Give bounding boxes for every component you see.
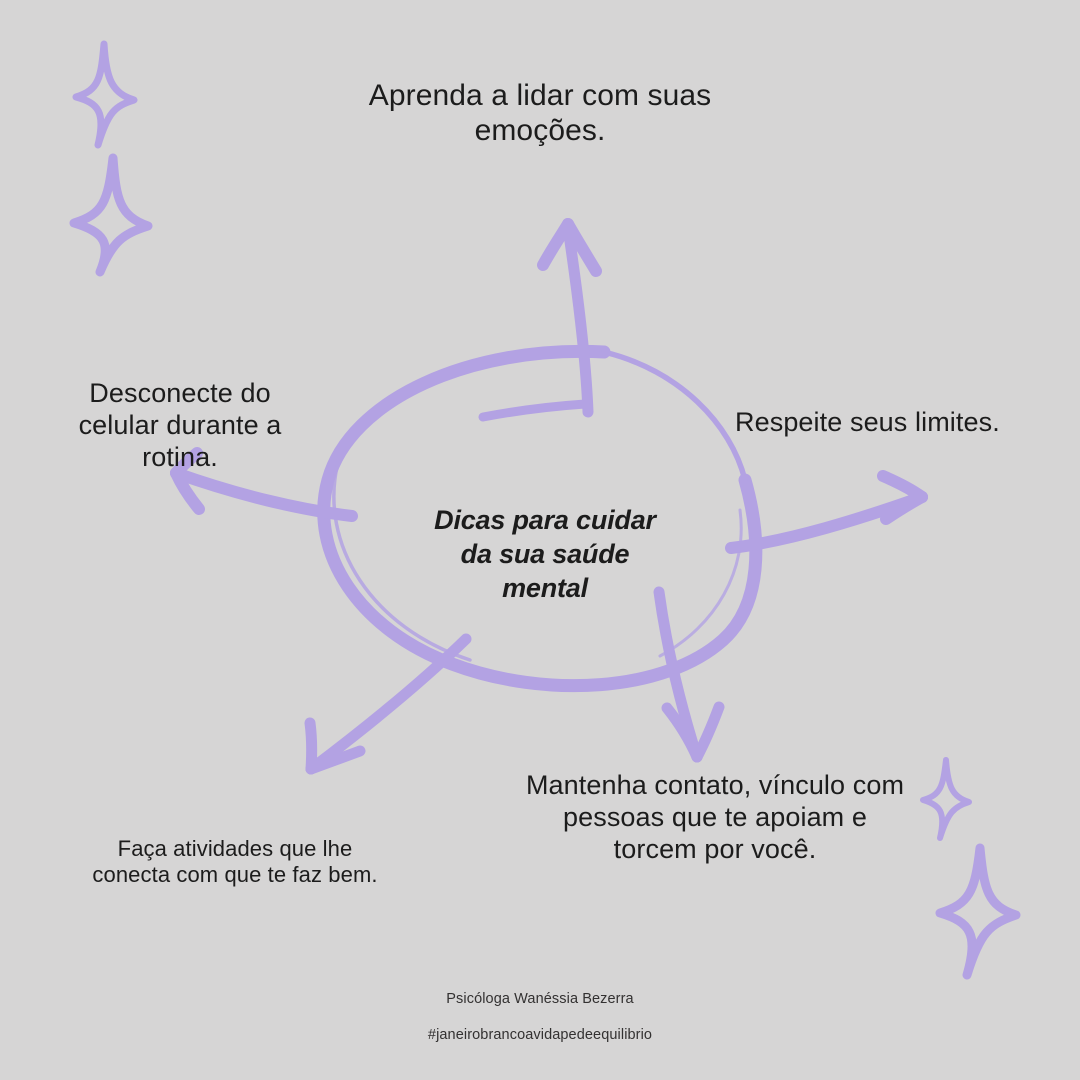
tip-label-bottom-right: Mantenha contato, vínculo com pessoas qu… (525, 770, 905, 864)
arrow-down (653, 586, 725, 763)
footer-hashtag: #janeirobrancoavidapedeequilibrio (427, 1027, 653, 1044)
tip-label-left: Desconecte do celular durante a rotina. (78, 378, 282, 472)
footer-credit: Psicóloga Wanéssia Bezerra #janeirobranc… (290, 972, 790, 1063)
sparkle-top-left-small-icon (72, 40, 138, 149)
tip-label-bottom-left: Faça atividades que lhe conecta com que … (92, 836, 378, 887)
sparkle-bottom-right-large-icon (935, 843, 1021, 980)
center-title: Dicas para cuidar da sua saúde mental (434, 505, 656, 604)
tip-label-top: Aprenda a lidar com suas emoções. (368, 79, 712, 148)
tip-label-right: Respeite seus limites. (735, 407, 1000, 437)
arrow-right (725, 470, 928, 554)
footer-author: Psicóloga Wanéssia Bezerra (446, 991, 634, 1008)
arrow-down-left (304, 633, 472, 775)
sparkle-top-left-large-icon (69, 153, 153, 277)
arrow-up (478, 218, 602, 422)
